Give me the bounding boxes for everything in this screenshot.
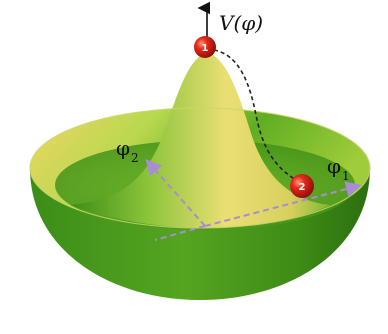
phi2-label-sub: 2 — [131, 151, 139, 165]
potential-label: V(φ) — [219, 11, 263, 35]
phi2-label-main: φ — [116, 136, 130, 160]
ball-2: 2 — [290, 174, 314, 198]
ball-1: 1 — [194, 36, 216, 58]
ball-2-label: 2 — [299, 182, 306, 193]
phi1-label-sub: 1 — [342, 169, 350, 183]
phi1-label-main: φ — [327, 154, 341, 178]
ball-1-label: 1 — [202, 43, 209, 54]
